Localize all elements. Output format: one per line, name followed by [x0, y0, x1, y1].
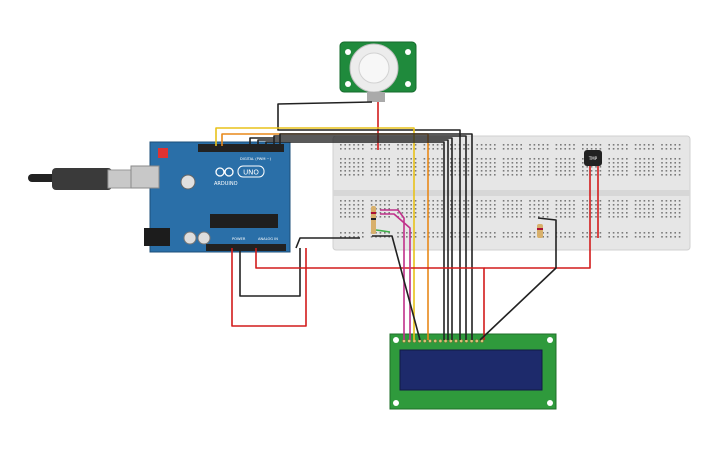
wire-red-5v	[231, 248, 307, 327]
usb-cable	[28, 168, 139, 190]
analog-label: ANALOG IN	[258, 237, 278, 241]
temperature-sensor[interactable]: TMP	[584, 150, 602, 166]
wire-black-2	[257, 139, 449, 340]
digital-label: DIGITAL (PWM ~)	[240, 157, 272, 161]
wire-black-resistor	[479, 217, 557, 341]
usb-port	[130, 165, 160, 189]
temp-sensor-label: TMP	[588, 156, 598, 161]
wire-gnd-breadboard	[295, 237, 360, 249]
reset-button-icon[interactable]	[158, 148, 168, 158]
wire-gnd-loop	[239, 248, 301, 297]
lcd-pins	[402, 339, 484, 343]
lcd-screen	[399, 349, 543, 391]
power-jack	[144, 228, 170, 246]
wire-red-rail	[255, 248, 485, 340]
wire-red-temp	[484, 166, 591, 269]
wires	[215, 101, 599, 341]
capacitor-icon	[180, 174, 196, 190]
wire-black-3	[265, 141, 445, 340]
wire-yellow	[215, 127, 415, 340]
wire-black-4	[273, 135, 467, 340]
wire-black-6	[372, 235, 421, 341]
lcd-display[interactable]	[389, 333, 557, 410]
wire-black-1	[249, 137, 453, 340]
model-label: UNO	[243, 169, 259, 177]
wire-green	[375, 229, 391, 233]
breadboard[interactable]	[332, 135, 691, 251]
arduino-uno-board[interactable]: ARDUINO UNO DIGITAL (PWM ~) POWER ANALOG…	[130, 141, 291, 253]
power-label: POWER	[232, 237, 246, 241]
resistor-1[interactable]	[371, 206, 376, 234]
pir-sensor[interactable]	[339, 41, 417, 102]
resistor-2[interactable]	[537, 224, 543, 238]
wire-magenta-2	[380, 213, 411, 340]
wire-black-5	[279, 133, 473, 340]
power-analog-header	[206, 244, 286, 251]
arduino-logo-icon	[215, 167, 234, 177]
digital-header	[198, 144, 284, 152]
atmega-chip	[210, 214, 278, 228]
brand-label: ARDUINO	[214, 181, 238, 187]
wire-pir-gnd	[277, 101, 461, 340]
